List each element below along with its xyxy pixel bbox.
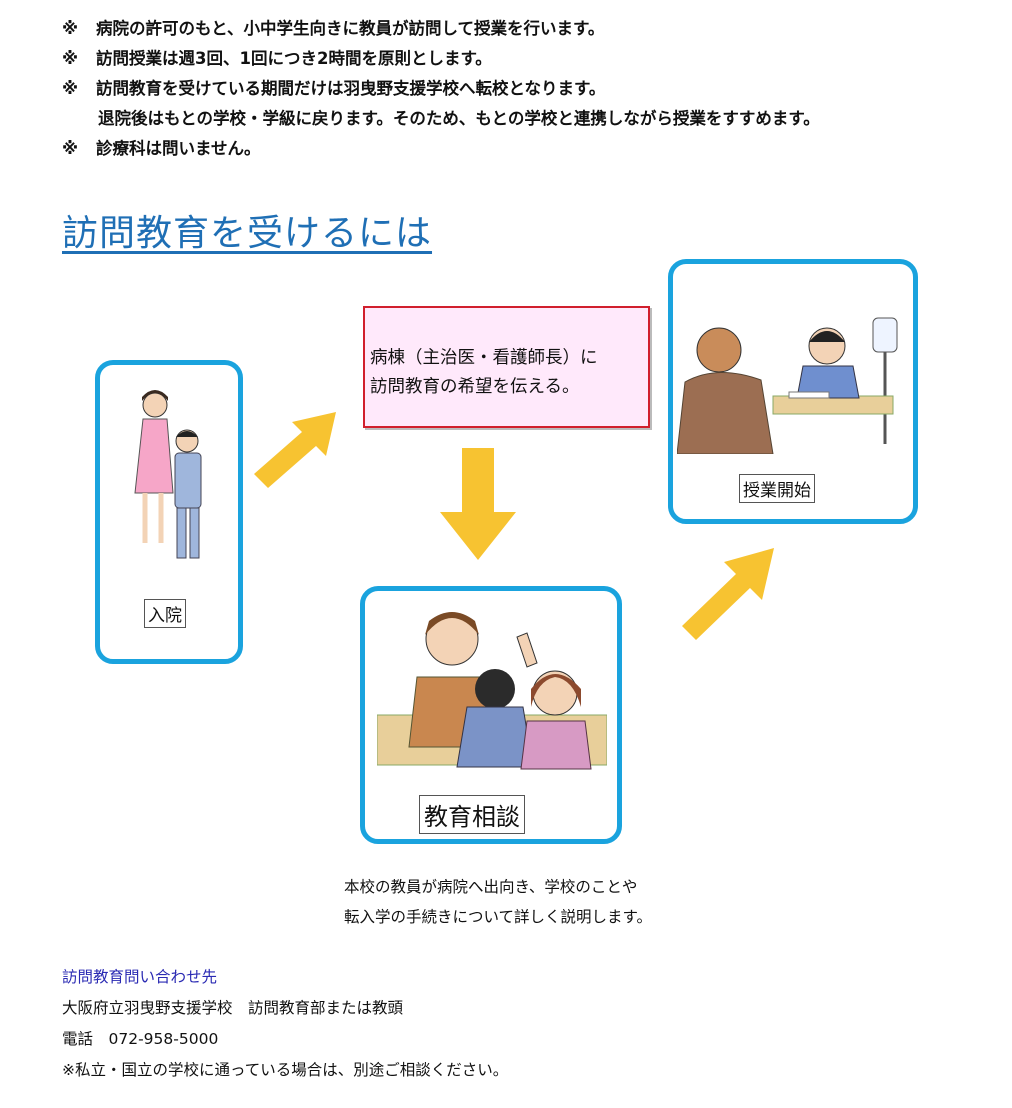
description-line-2: 転入学の手続きについて詳しく説明します。 <box>344 908 652 926</box>
contact-note: ※私立・国立の学校に通っている場合は、別途ご相談ください。 <box>62 1061 509 1079</box>
arrow-up-right-icon <box>254 412 336 488</box>
arrow-up-right-icon <box>682 548 774 640</box>
note-mark: ※ <box>62 79 79 98</box>
consultation-illustration <box>377 612 607 770</box>
note-item: ※ 訪問授業は週3回、1回につき2時間を原則とします。 <box>62 44 962 74</box>
contact-school: 大阪府立羽曳野支援学校 訪問教育部または教頭 <box>62 999 404 1017</box>
note-continuation: 退院後はもとの学校・学級に戻ります。そのため、もとの学校と連携しながら授業をすす… <box>62 104 962 134</box>
note-item: ※ 病院の許可のもと、小中学生向きに教員が訪問して授業を行います。 <box>62 14 962 44</box>
notes-list: ※ 病院の許可のもと、小中学生向きに教員が訪問して授業を行います。 ※ 訪問授業は週… <box>62 14 962 164</box>
note-text: 訪問教育を受けている期間だけは羽曳野支援学校へ転校となります。 <box>96 79 606 98</box>
request-line-1: 病棟（主治医・看護師長）に <box>370 348 598 368</box>
note-mark: ※ <box>62 19 79 38</box>
admission-card: 入院 <box>95 360 243 664</box>
note-text: 退院後はもとの学校・学級に戻ります。そのため、もとの学校と連携しながら授業をすす… <box>98 109 820 128</box>
consultation-description: 本校の教員が病院へ出向き、学校のことや 転入学の手続きについて詳しく説明します。 <box>344 872 652 932</box>
note-text: 病院の許可のもと、小中学生向きに教員が訪問して授業を行います。 <box>96 19 605 38</box>
note-mark: ※ <box>62 49 79 68</box>
class-start-card: 授業開始 <box>668 259 918 524</box>
note-item: ※ 診療科は問いません。 <box>62 134 962 164</box>
nurse-and-patient-illustration <box>134 390 202 559</box>
contact-phone: 電話 072-958-5000 <box>62 1030 219 1048</box>
request-box: 病棟（主治医・看護師長）に 訪問教育の希望を伝える。 <box>363 306 650 428</box>
class-start-label: 授業開始 <box>739 474 815 503</box>
consultation-label: 教育相談 <box>419 795 525 834</box>
admission-label: 入院 <box>144 599 186 628</box>
note-text: 診療科は問いません。 <box>96 139 261 158</box>
note-text: 訪問授業は週3回、1回につき2時間を原則とします。 <box>96 49 492 68</box>
arrow-down-icon <box>440 448 516 560</box>
note-mark: ※ <box>62 139 79 158</box>
bedside-class-illustration <box>677 317 898 454</box>
description-line-1: 本校の教員が病院へ出向き、学校のことや <box>344 878 638 896</box>
contact-info: 訪問教育問い合わせ先 大阪府立羽曳野支援学校 訪問教育部または教頭 電話 072… <box>62 962 508 1086</box>
request-line-2: 訪問教育の希望を伝える。 <box>370 377 580 397</box>
contact-title: 訪問教育問い合わせ先 <box>62 968 218 986</box>
note-item: ※ 訪問教育を受けている期間だけは羽曳野支援学校へ転校となります。 <box>62 74 962 104</box>
consultation-card: 教育相談 <box>360 586 622 844</box>
section-heading: 訪問教育を受けるには <box>62 213 433 254</box>
